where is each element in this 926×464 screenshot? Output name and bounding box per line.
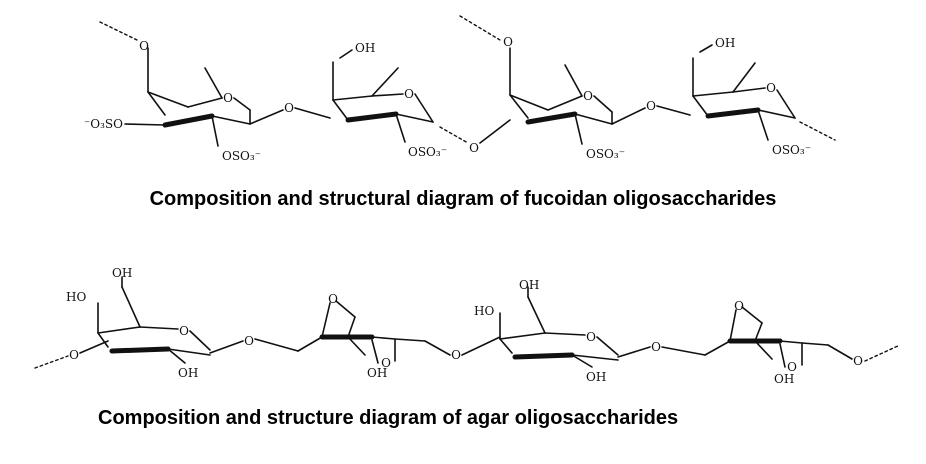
hydroxyl-label: OH	[112, 266, 132, 280]
hydroxyl-label: HO	[474, 304, 494, 318]
ring-oxygen-label: O	[223, 91, 233, 105]
agar-caption: Composition and structure diagram of aga…	[98, 407, 679, 429]
galactose-unit-1	[79, 276, 244, 364]
chain-continuation-mid	[459, 15, 501, 41]
ring-oxygen-label: O	[404, 87, 414, 101]
chain-continuation-left	[99, 21, 138, 41]
fucoidan-caption: Composition and structural diagram of fu…	[149, 188, 777, 210]
galactose-unit-2	[461, 286, 651, 368]
hydroxyl-label: OH	[586, 370, 606, 384]
ring-oxygen-label: O	[328, 292, 338, 306]
chain-continuation-left	[34, 355, 69, 369]
glycosidic-oxygen-label: O	[646, 99, 656, 113]
ring-oxygen-label: O	[381, 356, 391, 370]
ring-oxygen-label: O	[179, 324, 189, 338]
anhydrogalactose-unit-2	[661, 306, 853, 368]
glycosidic-oxygen-label: O	[451, 348, 461, 362]
chain-continuation-right	[864, 344, 901, 362]
glycosidic-oxygen-label: O	[651, 340, 661, 354]
ring-oxygen-label: O	[766, 81, 776, 95]
fucoidan-structure-diagram: O O O O O O O O O OH OH ⁻O₃SO OSO₃⁻ OSO₃…	[84, 15, 836, 163]
glycosidic-oxygen-label: O	[69, 348, 79, 362]
glycosidic-oxygen-label: O	[139, 39, 149, 53]
glycosidic-oxygen-label: O	[853, 354, 863, 368]
glycosidic-oxygen-label: O	[503, 35, 513, 49]
fucose-unit-3	[479, 47, 646, 145]
fucose-unit-1	[124, 47, 284, 147]
chain-continuation-right	[799, 121, 836, 141]
glycosidic-oxygen-label: O	[284, 101, 294, 115]
ring-oxygen-label: O	[583, 89, 593, 103]
glycosidic-oxygen-label: O	[244, 334, 254, 348]
hydroxyl-label: OH	[178, 366, 198, 380]
sulfate-group-label: OSO₃⁻	[586, 147, 625, 161]
hydroxyl-label: OH	[519, 278, 539, 292]
hydroxyl-label: OH	[715, 36, 735, 50]
hydroxyl-label: OH	[355, 41, 375, 55]
sulfate-group-label: ⁻O₃SO	[84, 117, 123, 131]
hydroxyl-label: OH	[774, 372, 794, 386]
sulfate-group-label: OSO₃⁻	[408, 145, 447, 159]
anhydrogalactose-unit-1	[254, 300, 451, 364]
hydroxyl-label: HO	[66, 290, 86, 304]
ring-oxygen-label: O	[734, 299, 744, 313]
hydroxyl-label: OH	[367, 366, 387, 380]
fucose-unit-2	[294, 49, 434, 143]
fucose-unit-4	[656, 44, 796, 141]
ring-oxygen-label: O	[787, 360, 797, 374]
agar-structure-diagram: O O O O O O O O O O O OH HO OH OH OH HO …	[34, 266, 901, 386]
sulfate-group-label: OSO₃⁻	[772, 143, 811, 157]
ring-oxygen-label: O	[586, 330, 596, 344]
glycosidic-dashed-bond	[439, 126, 469, 144]
glycosidic-oxygen-label: O	[469, 141, 479, 155]
sulfate-group-label: OSO₃⁻	[222, 149, 261, 163]
